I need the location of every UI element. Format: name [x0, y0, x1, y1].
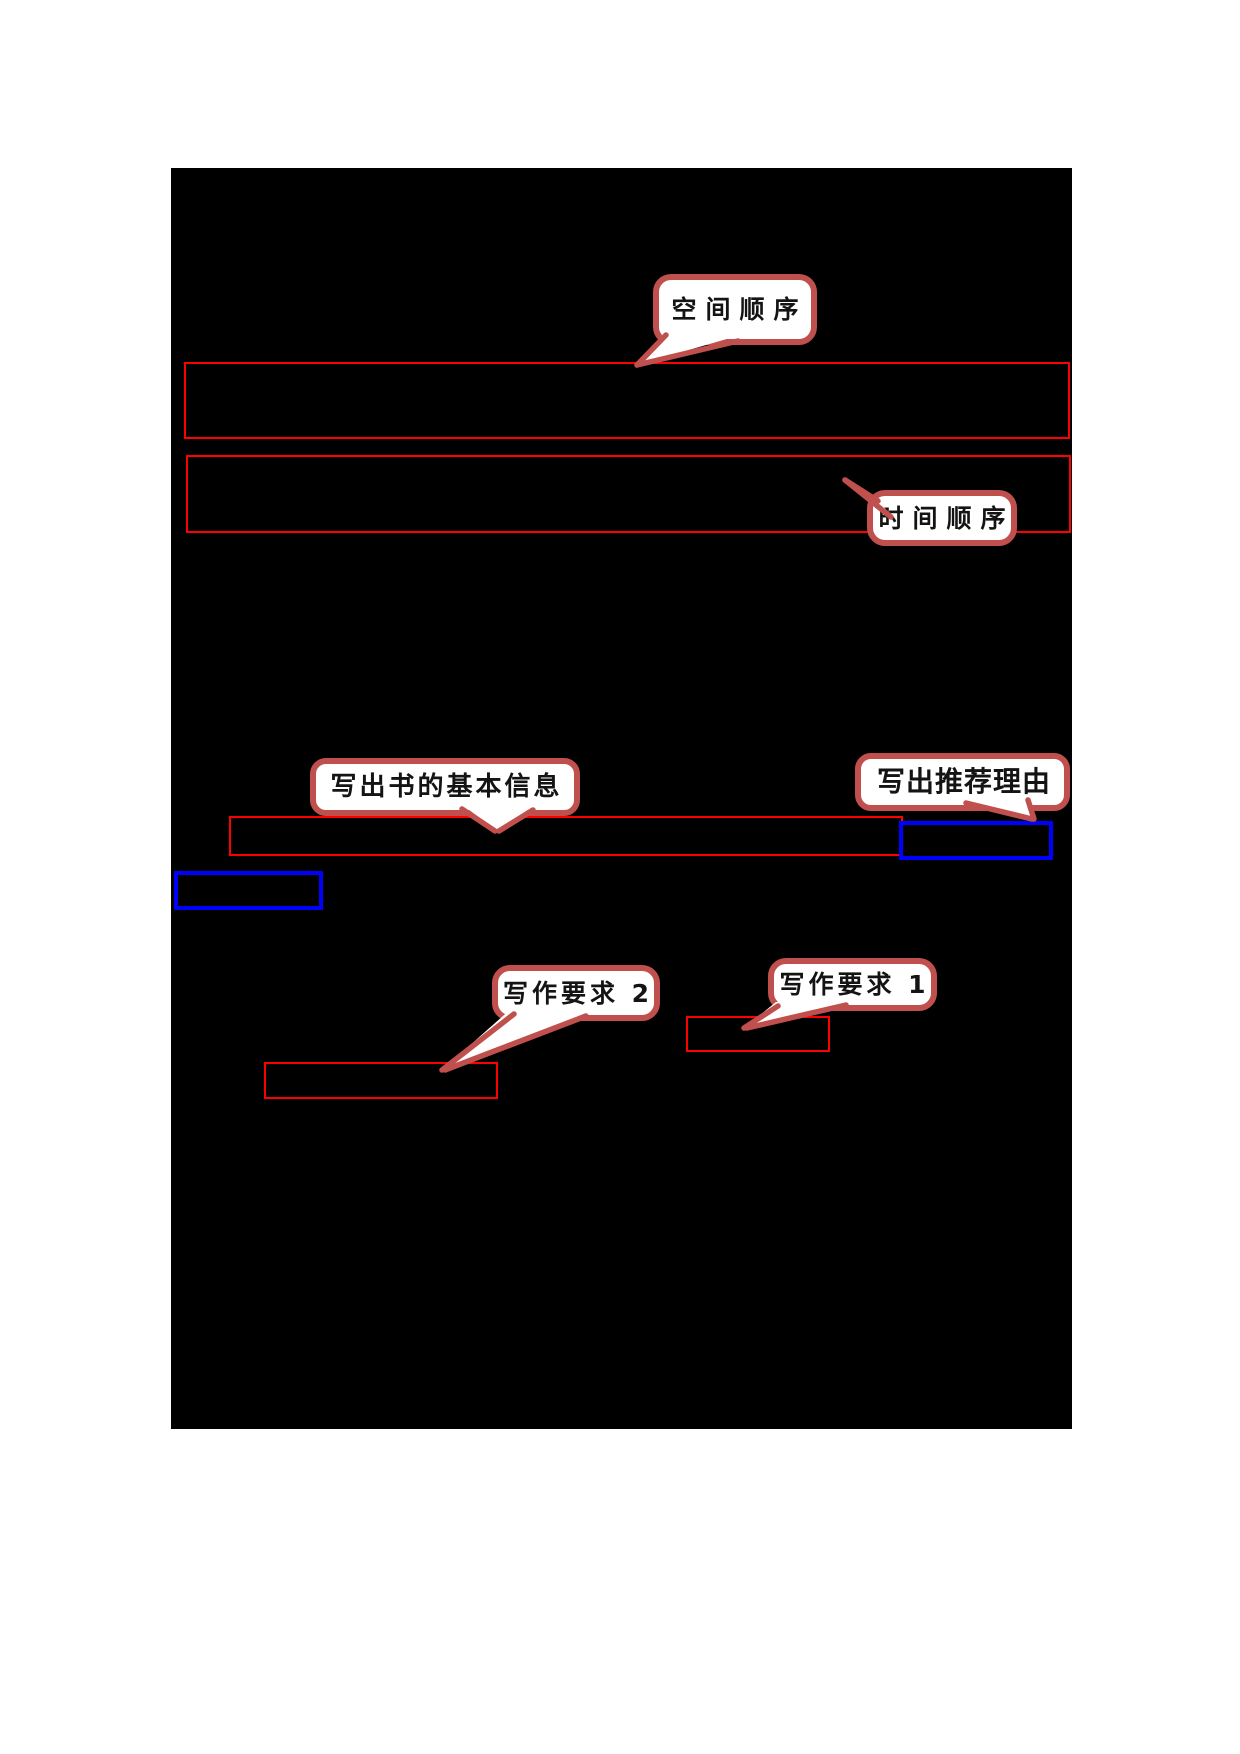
callout-spatial-order-label: 空间顺序 [671, 295, 808, 324]
callout-writing-requirement-1-label: 写作要求 1 [779, 970, 930, 999]
red-highlight-box-time-order-paragraph [186, 455, 1071, 533]
callout-writing-requirement-2: 写作要求 2 [492, 965, 660, 1021]
callout-writing-requirement-2-label: 写作要求 2 [502, 978, 654, 1008]
callout-time-order-label: 时间顺序 [878, 503, 1015, 533]
red-highlight-box-book-basic-info-line [229, 816, 903, 856]
callout-book-basic-info: 写出书的基本信息 [310, 758, 580, 816]
red-highlight-box-writing-requirement-2 [264, 1062, 498, 1099]
callout-recommendation-reason: 写出推荐理由 [855, 753, 1070, 811]
callout-writing-requirement-1: 写作要求 1 [768, 958, 937, 1011]
red-highlight-box-spatial-order-paragraph [184, 362, 1070, 439]
blue-highlight-box-left [174, 871, 323, 910]
red-highlight-box-writing-requirement-1 [686, 1016, 830, 1052]
callout-spatial-order: 空间顺序 [653, 274, 817, 345]
callout-time-order: 时间顺序 [867, 490, 1017, 546]
callout-recommendation-reason-label: 写出推荐理由 [876, 765, 1051, 798]
blue-highlight-box-recommendation-reason [899, 821, 1053, 860]
callout-book-basic-info-label: 写出书的基本信息 [330, 772, 563, 802]
